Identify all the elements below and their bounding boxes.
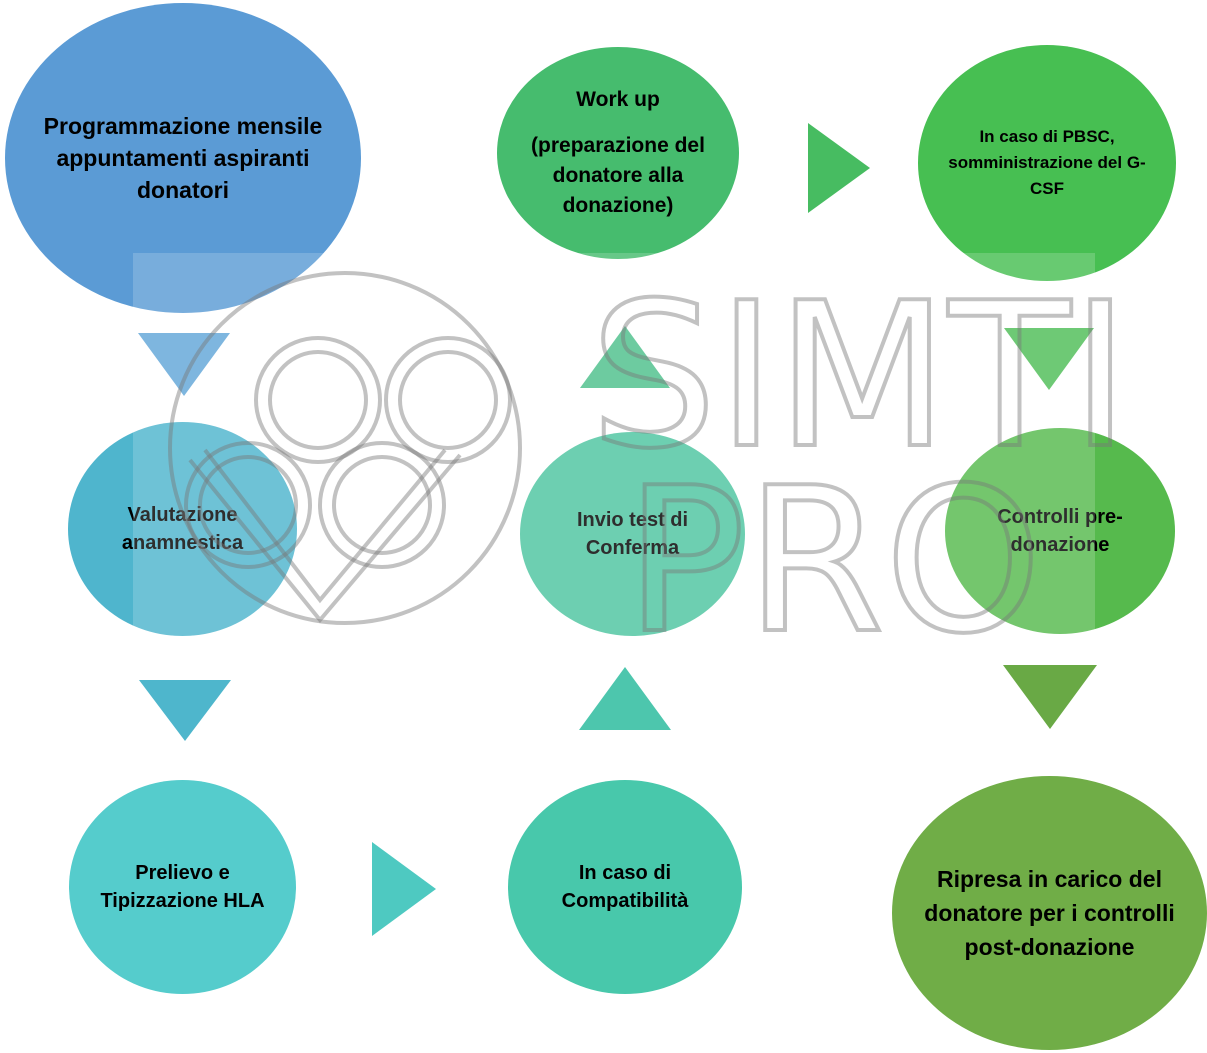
node-pbsc-line-1: In caso di PBSC,: [979, 127, 1115, 146]
node-valutazione-line-2: anamnestica: [121, 532, 244, 554]
node-programmazione-line-3: donatori: [137, 177, 229, 203]
arrow-down-pbsc-to-controlli-pre: [1004, 328, 1094, 390]
arrow-down-valutazione-to-prelievo: [139, 680, 231, 741]
node-work-up: Work up (preparazione del donatore alla …: [497, 47, 739, 259]
arrow-right-work-up-to-pbsc: [808, 123, 870, 213]
node-prelievo-line-1: Prelievo e: [135, 862, 230, 884]
node-ripresa-line-3: post-donazione: [964, 934, 1135, 960]
node-ripresa-line-1: Ripresa in carico del: [937, 866, 1162, 892]
arrow-right-prelievo-to-compatibilita: [372, 842, 436, 936]
node-valutazione: Valutazione anamnestica: [68, 422, 297, 636]
node-compatibilita-label: In caso di Compatibilità: [562, 859, 689, 915]
node-ripresa: Ripresa in carico del donatore per i con…: [892, 776, 1207, 1050]
node-invio-test-line-1: Invio test di: [576, 509, 689, 531]
node-compatibilita: In caso di Compatibilità: [508, 780, 742, 994]
node-invio-test: Invio test di Conferma: [520, 432, 745, 636]
arrow-down-controlli-pre-to-ripresa: [1003, 665, 1097, 729]
node-pbsc-line-2: somministrazione del G-: [948, 153, 1146, 172]
node-programmazione-line-1: Programmazione mensile: [43, 113, 323, 139]
node-controlli-pre-label: Controlli pre- donazione: [997, 503, 1123, 559]
node-work-up-line-2: donatore alla: [552, 164, 684, 187]
node-invio-test-line-2: Conferma: [585, 537, 680, 559]
node-pbsc-line-3: CSF: [1030, 179, 1064, 198]
arrow-up-invio-test-to-work-up: [580, 326, 670, 388]
node-controlli-pre-line-1: Controlli pre-: [997, 506, 1123, 528]
node-programmazione-label: Programmazione mensile appuntamenti aspi…: [44, 110, 323, 206]
node-compatibilita-line-1: In caso di: [578, 862, 672, 884]
node-controlli-pre-line-2: donazione: [1010, 534, 1110, 556]
arrow-down-programmazione-to-valutazione: [138, 333, 230, 396]
node-work-up-label: Work up (preparazione del donatore alla …: [531, 85, 705, 221]
node-programmazione: Programmazione mensile appuntamenti aspi…: [5, 3, 361, 313]
node-work-up-line-3: donazione): [562, 194, 674, 217]
node-pbsc-label: In caso di PBSC, somministrazione del G-…: [948, 124, 1145, 202]
node-ripresa-line-2: donatore per i controlli: [924, 900, 1175, 926]
node-prelievo-line-2: Tipizzazione HLA: [100, 890, 265, 912]
node-programmazione-line-2: appuntamenti aspiranti: [56, 145, 310, 171]
node-work-up-title: Work up: [576, 88, 660, 111]
node-invio-test-label: Invio test di Conferma: [577, 506, 688, 562]
node-valutazione-label: Valutazione anamnestica: [122, 501, 243, 557]
node-prelievo-label: Prelievo e Tipizzazione HLA: [100, 859, 264, 915]
node-controlli-pre: Controlli pre- donazione: [945, 428, 1175, 634]
node-compatibilita-line-2: Compatibilità: [561, 890, 689, 912]
node-work-up-line-1: (preparazione del: [531, 134, 705, 157]
arrow-up-compatibilita-to-invio-test: [579, 667, 671, 730]
node-pbsc: In caso di PBSC, somministrazione del G-…: [918, 45, 1176, 281]
node-ripresa-label: Ripresa in carico del donatore per i con…: [924, 862, 1174, 964]
node-prelievo: Prelievo e Tipizzazione HLA: [69, 780, 296, 994]
node-valutazione-line-1: Valutazione: [127, 504, 238, 526]
